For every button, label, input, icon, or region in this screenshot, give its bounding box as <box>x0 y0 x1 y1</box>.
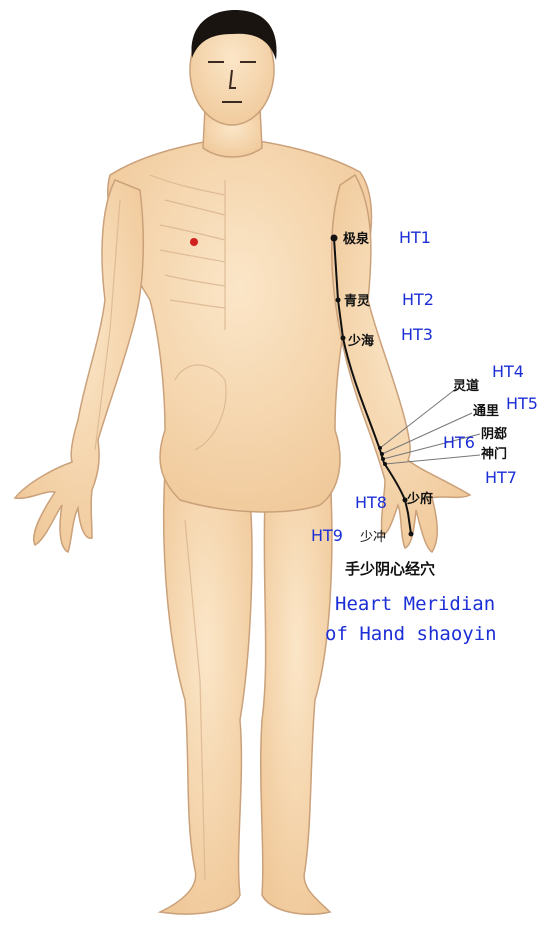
caption-english-line1: Heart Meridian <box>335 593 495 615</box>
point-code-ht1: HT1 <box>399 228 431 247</box>
caption-english-line2: of Hand shaoyin <box>325 623 497 645</box>
point-code-ht2: HT2 <box>402 290 434 309</box>
point-dot-ht3 <box>341 336 346 341</box>
left-arm <box>15 180 143 552</box>
point-code-ht9: HT9 <box>311 526 343 545</box>
point-name-ht6: 阴郄 <box>481 426 507 442</box>
point-dot-ht6 <box>381 457 385 461</box>
point-name-ht2: 青灵 <box>344 293 371 309</box>
point-dot-ht5 <box>380 452 384 456</box>
point-code-ht3: HT3 <box>401 325 433 344</box>
point-code-ht5: HT5 <box>506 394 538 413</box>
point-code-ht4: HT4 <box>492 362 524 381</box>
point-code-ht6: HT6 <box>443 433 475 452</box>
heart-marker-dot <box>190 238 198 246</box>
caption-chinese: 手少阴心经穴 <box>345 560 435 578</box>
point-name-ht1: 极泉 <box>343 231 370 247</box>
point-dot-ht2 <box>336 298 341 303</box>
point-code-ht7: HT7 <box>485 468 517 487</box>
left-leg <box>160 470 252 914</box>
point-code-ht8: HT8 <box>355 493 387 512</box>
point-name-ht8: 少府 <box>406 491 433 507</box>
point-dot-ht1 <box>331 235 338 242</box>
point-name-ht3: 少海 <box>347 333 374 349</box>
point-name-ht5: 通里 <box>473 403 499 419</box>
point-dot-ht7 <box>383 462 387 466</box>
point-dot-ht4 <box>378 446 382 450</box>
point-name-ht4: 灵道 <box>453 378 479 394</box>
torso <box>108 138 372 512</box>
point-name-ht7: 神门 <box>481 446 507 462</box>
human-figure <box>15 15 470 914</box>
point-dot-ht9 <box>409 532 414 537</box>
point-name-ht9: 少冲 <box>360 530 386 545</box>
